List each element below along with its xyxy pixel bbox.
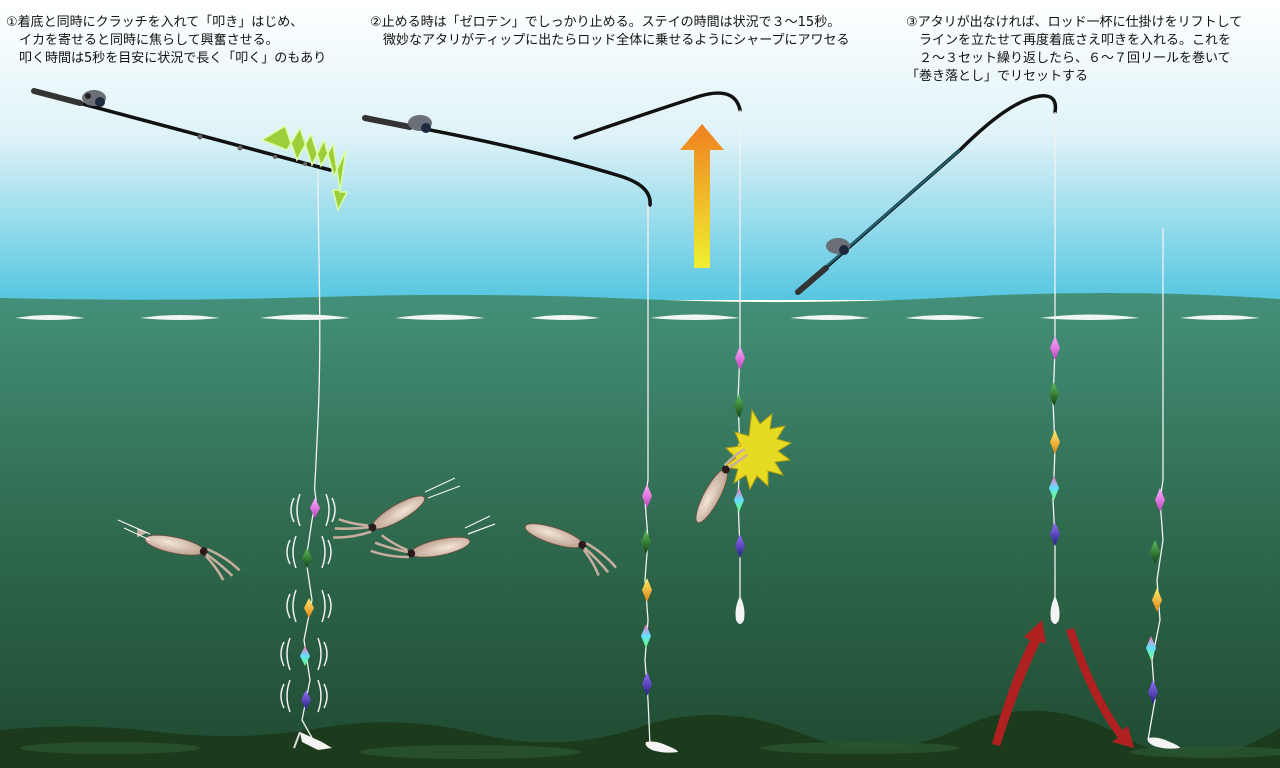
water [0,292,1280,768]
zigzag-arrow-icon [260,124,349,213]
egi-group-2 [641,484,652,696]
egi-icon [1148,680,1158,704]
egi-icon [641,624,651,648]
egi-icon [735,346,745,370]
reel-icon [826,238,850,255]
egi-group-5 [1146,488,1165,704]
caption-line: イカを寄せると同時に焦らして興奮させる。 [6,33,279,48]
rod-icon [573,91,742,140]
rod-icon [362,115,652,207]
caption-line: ①着底と同時にクラッチを入れて「叩き」はじめ、 [6,15,304,30]
lift-arrow-icon [680,124,724,268]
step-2-caption: ②止める時は「ゼロテン」でしっかり止める。ステイの時間は状況で３～15秒。 微妙… [370,14,849,50]
egi-icon [641,530,651,554]
egi-icon [302,548,312,568]
egi-icon [642,484,652,508]
egi-icon [734,394,744,418]
reel-icon [82,90,106,107]
sinker-icon [1147,737,1180,749]
egi-icon [1049,382,1059,406]
caption-line: ラインを立たせて再度着底さえ叩きを入れる。これを [906,33,1232,48]
reset-arrow-icon [1066,628,1134,748]
egi-icon [1050,430,1060,454]
egi-icon [1146,636,1156,660]
rod-icon [795,94,1058,295]
rod-icon [31,88,332,172]
reel-icon [408,115,432,133]
squid-icon [333,495,426,539]
vibration-marks [280,493,336,713]
caption-line: 微妙なアタリがティップに出たらロッド全体に乗せるようにシャープにアワセる [370,33,850,48]
caption-line: ②止める時は「ゼロテン」でしっかり止める。ステイの時間は状況で３～15秒。 [370,15,841,30]
egi-icon [1155,488,1165,512]
egi-icon [300,646,310,666]
squid-icon [370,534,471,559]
caption-line: 叩く時間は5秒を目安に状況で長く「叩く」のもあり [6,51,327,66]
egi-group-1 [300,498,320,710]
sinker-icon [645,741,678,753]
seabed [0,710,1280,768]
egi-icon [304,598,314,618]
surface-waves [15,314,1260,320]
sinker-icon [735,596,745,624]
caption-line: ２～３セット繰り返したら、６～７回リールを巻いて [906,51,1231,66]
egi-icon [734,488,744,512]
egi-icon [1150,540,1160,564]
egi-icon [301,690,311,710]
reset-arrow-icon [992,620,1046,746]
egi-icon [310,498,320,518]
sinker-icon [293,731,332,750]
squid-icon [524,523,617,576]
step-3-caption: ③アタリが出なければ、ロッド一杯に仕掛けをリフトして ラインを立たせて再度着底さ… [906,14,1242,86]
step-1-caption: ①着底と同時にクラッチを入れて「叩き」はじめ、 イカを寄せると同時に焦らして興奮… [6,14,326,68]
seabed-shadows [20,742,1280,759]
egi-group-4 [1049,336,1060,546]
squid-speed-lines [117,477,496,541]
caption-line: 「巻き落とし」でリセットする [906,69,1089,84]
sinker-icon [1050,596,1060,624]
egi-icon [1050,336,1060,360]
egi-icon [1049,476,1059,500]
egi-icon [735,534,745,558]
egi-icon [1152,588,1162,612]
squid-icon [695,447,748,524]
egi-icon [642,578,652,602]
caption-line: ③アタリが出なければ、ロッド一杯に仕掛けをリフトして [906,15,1243,30]
strike-burst-icon [722,408,793,491]
egi-icon [1050,522,1060,546]
egi-icon [642,672,652,696]
sky [0,0,1280,300]
